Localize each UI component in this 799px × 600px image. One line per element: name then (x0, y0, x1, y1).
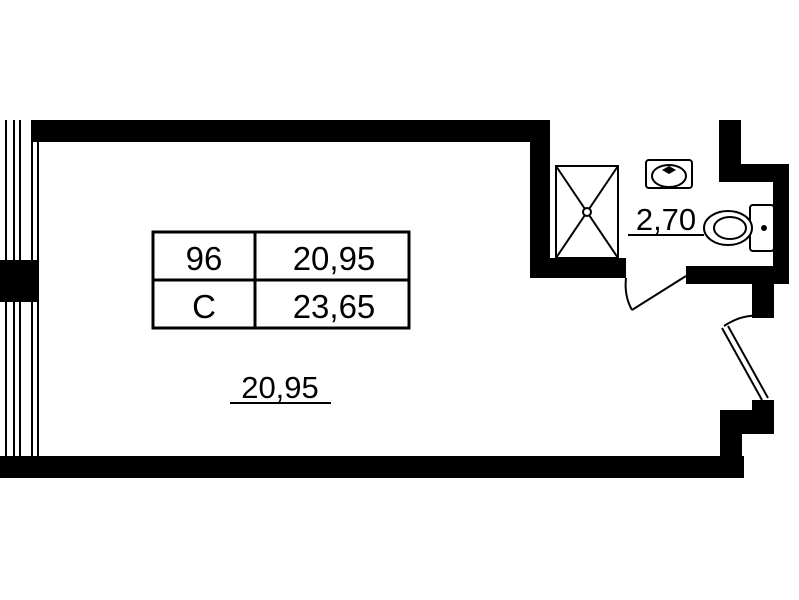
wall-bathroom-west (530, 120, 550, 270)
wall-bottom (0, 456, 744, 478)
window-left (5, 120, 33, 456)
bathroom-area: 2,70 (636, 202, 696, 237)
toilet-icon (703, 204, 775, 252)
sink-icon (645, 159, 693, 189)
wall-right-notch-top (719, 120, 741, 172)
wall-left-mid (0, 260, 38, 302)
walls (0, 120, 789, 478)
living-area: 20,95 (293, 240, 376, 277)
entrance-door-icon (721, 314, 769, 401)
wall-bathroom-base (530, 258, 626, 278)
wall-right-outer (773, 164, 789, 270)
shower-icon (555, 165, 619, 259)
total-area: 23,65 (293, 288, 376, 325)
bathroom-door-icon (624, 275, 687, 311)
wall-right-bottom-step (686, 266, 789, 284)
wall-right-step (719, 164, 789, 182)
wall-right-lower-jamb (764, 304, 774, 318)
wall-top (32, 120, 550, 142)
info-table: 96 20,95 С 23,65 (151, 230, 411, 330)
main-room-area: 20,95 (241, 370, 319, 405)
apartment-type: С (192, 288, 216, 325)
apartment-number: 96 (186, 240, 223, 277)
wall-right-lower4 (720, 410, 774, 434)
